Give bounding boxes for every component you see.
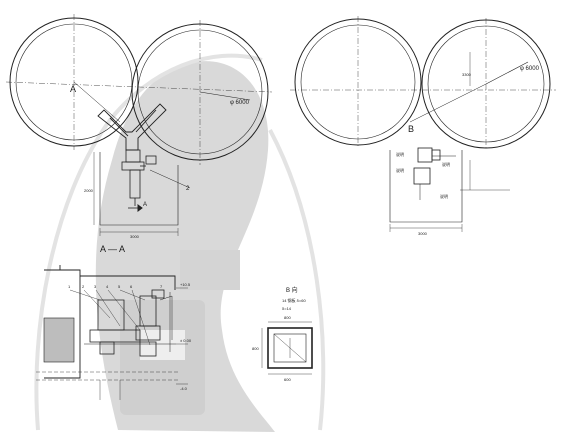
- detail-dim-width: 800: [284, 315, 291, 320]
- left-section-marker: A: [143, 202, 147, 208]
- right-radius-label: φ 6000: [520, 66, 540, 72]
- section-aa-view: [36, 265, 188, 400]
- right-callout-3: 说明: [442, 161, 450, 167]
- level-low: -4.0: [180, 386, 188, 391]
- left-plan-view: [5, 14, 273, 236]
- detail-title: B 向: [286, 286, 298, 294]
- part-number-2: 2: [82, 284, 85, 289]
- part-number-3: 3: [94, 284, 97, 289]
- level-top: +10.5: [180, 282, 191, 287]
- level-mid: ± 0.00: [180, 338, 192, 343]
- detail-note-2: δ=14: [282, 306, 292, 311]
- right-callout-2: 说明: [396, 167, 404, 173]
- left-part-number: 2: [186, 186, 190, 192]
- part-number-6: 6: [130, 284, 133, 289]
- left-radius-label: φ 6000: [230, 100, 250, 106]
- left-dim-width: 3000: [130, 234, 140, 239]
- section-levels: [36, 287, 188, 400]
- detail-b-view: [261, 321, 313, 375]
- part-number-4: 4: [106, 284, 109, 289]
- watermark-logo: [34, 53, 326, 432]
- right-dim-width: 3000: [418, 231, 428, 236]
- right-foundation-outline: [389, 150, 510, 232]
- right-callout-4: 说明: [440, 193, 448, 199]
- y-chute: [97, 103, 167, 151]
- right-feeder-equipment: [413, 147, 456, 200]
- left-dim-side: 2000: [84, 188, 94, 193]
- right-plan-view: [290, 16, 556, 232]
- detail-note-1: 14 钢板 δ=60: [282, 297, 306, 303]
- section-equipment: [84, 289, 176, 357]
- right-detail-marker: B: [408, 124, 414, 134]
- detail-dim-bottom: 600: [284, 377, 291, 382]
- feeder-equipment: [121, 149, 191, 206]
- part-number-7: 7: [160, 284, 163, 289]
- part-number-5: 5: [118, 284, 121, 289]
- right-callout-1: 说明: [396, 151, 404, 157]
- section-title: A — A: [100, 244, 125, 254]
- left-corner-marker: A: [70, 84, 76, 94]
- detail-dim-height: 800: [252, 346, 259, 351]
- section-wall: [43, 265, 176, 379]
- left-foundation-outline: [93, 152, 179, 236]
- right-dim-top: 3300: [462, 72, 472, 77]
- part-number-1: 1: [68, 284, 71, 289]
